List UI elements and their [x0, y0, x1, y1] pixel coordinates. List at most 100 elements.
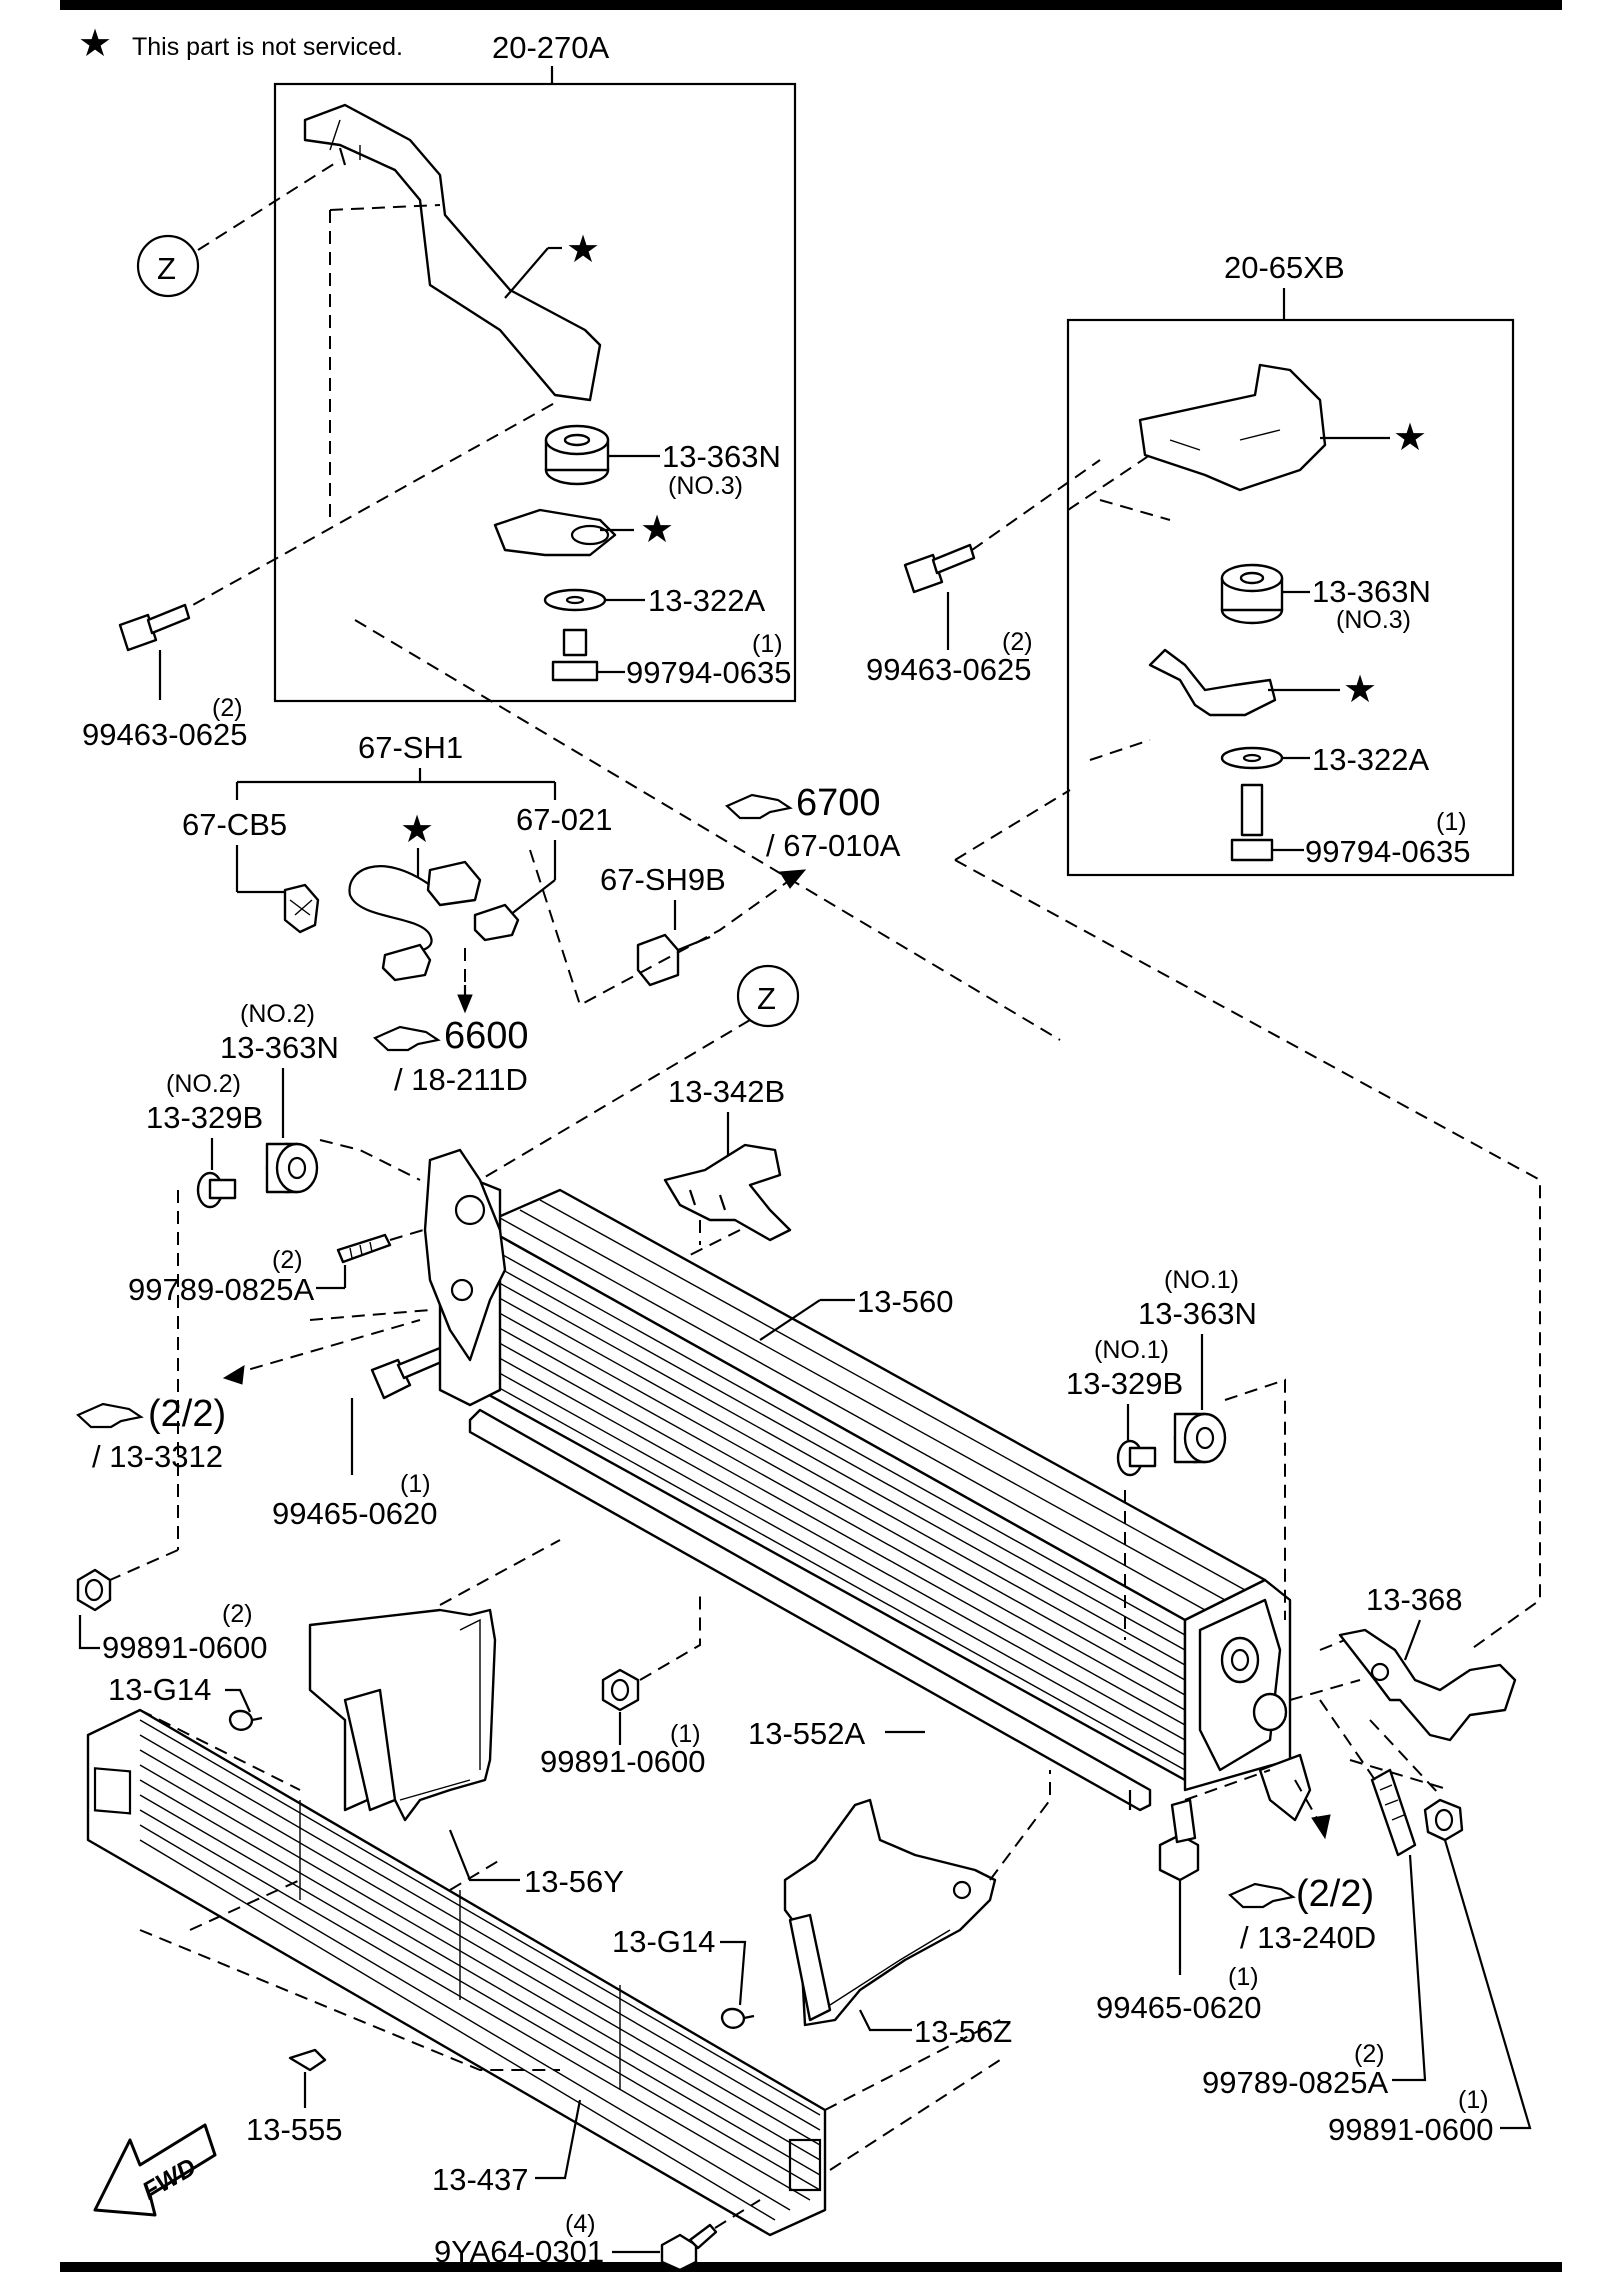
bracket-13-368 — [1338, 1628, 1517, 1742]
collar-13-329B-no1 — [1116, 1439, 1157, 1477]
qty-99891-left: (2) — [222, 1600, 253, 1628]
star-icon: ★ — [400, 809, 434, 851]
z-letter-lower: Z — [757, 981, 776, 1016]
insulator-13-363N-left — [544, 424, 610, 486]
label-99789-0825A-right[interactable]: 99789-0825A — [1202, 2065, 1388, 2100]
cooler-core-13-560 — [423, 1148, 1312, 1822]
insulator-13-363N-right — [1220, 563, 1284, 625]
ref-2-2-left-sub: / 13-3312 — [92, 1439, 223, 1474]
label-13-322A-left[interactable]: 13-322A — [648, 583, 766, 618]
pointing-hand-icon — [76, 1402, 144, 1429]
z-marker-upper — [136, 234, 200, 298]
ref-6600[interactable]: 6600 / 18-211D — [373, 1015, 529, 1097]
nut-99891-right — [1423, 1798, 1464, 1842]
collar-13-329B-no2 — [196, 1171, 237, 1209]
qty-99794-right: (1) — [1436, 808, 1467, 836]
bracket-small-right — [1148, 648, 1277, 717]
air-guide-13-56Z — [783, 1798, 997, 2027]
stud-99789-left — [336, 1233, 392, 1264]
ref-2-2-13-240D[interactable]: (2/2) / 13-240D — [1228, 1873, 1376, 1955]
label-99463-0625-left[interactable]: 99463-0625 — [82, 717, 248, 752]
label-99789-0825A-left[interactable]: 99789-0825A — [128, 1272, 314, 1307]
top-border — [60, 0, 1562, 10]
star-icon: ★ — [640, 509, 674, 551]
fwd-arrow-icon: FWD — [93, 2123, 217, 2217]
qty-99463-right: (2) — [1002, 628, 1033, 656]
label-13-G14-right[interactable]: 13-G14 — [612, 1924, 715, 1959]
ref-6700[interactable]: 6700 / 67-010A — [725, 782, 901, 863]
label-13-329B-no2-sub: (NO.2) — [166, 1070, 241, 1098]
label-13-342B[interactable]: 13-342B — [668, 1074, 785, 1109]
label-13-555[interactable]: 13-555 — [246, 2112, 343, 2147]
label-67-SH1[interactable]: 67-SH1 — [358, 730, 463, 765]
z-letter-upper: Z — [157, 251, 176, 286]
label-99794-0635-right[interactable]: 99794-0635 — [1305, 834, 1471, 869]
label-99891-0600-middle[interactable]: 99891-0600 — [540, 1744, 706, 1779]
ref-2-2-right-sub: / 13-240D — [1240, 1920, 1376, 1955]
label-13-56Y[interactable]: 13-56Y — [524, 1864, 624, 1899]
label-13-363N-left[interactable]: 13-363N — [662, 439, 781, 474]
label-99891-0600-left[interactable]: 99891-0600 — [102, 1630, 268, 1665]
qty-99465-left: (1) — [400, 1470, 431, 1498]
label-99465-0620-left[interactable]: 99465-0620 — [272, 1496, 438, 1531]
seal-13-552A — [468, 1408, 1152, 1812]
label-13-322A-right[interactable]: 13-322A — [1312, 742, 1430, 777]
label-13-368[interactable]: 13-368 — [1366, 1582, 1463, 1617]
label-13-363N-no2[interactable]: 13-363N — [220, 1030, 339, 1065]
bracket-13-342B — [663, 1143, 792, 1242]
qty-99465-right: (1) — [1228, 1963, 1259, 1991]
label-13-329B-no1[interactable]: 13-329B — [1066, 1366, 1183, 1401]
label-13-363N-left-sub: (NO.3) — [668, 472, 743, 500]
label-9YA64-0301[interactable]: 9YA64-0301 — [434, 2234, 604, 2269]
ref-2-2-right[interactable]: (2/2) — [1296, 1873, 1374, 1915]
label-13-363N-no2-sub: (NO.2) — [240, 1000, 315, 1028]
label-13-363N-right-sub: (NO.3) — [1336, 606, 1411, 634]
box-title-20-270A[interactable]: 20-270A — [492, 30, 610, 65]
label-99465-0620-right[interactable]: 99465-0620 — [1096, 1990, 1262, 2025]
qty-99891-right: (1) — [1458, 2086, 1489, 2114]
nut-99891-middle — [601, 1668, 640, 1712]
box-title-20-65XB[interactable]: 20-65XB — [1224, 250, 1345, 285]
label-13-552A[interactable]: 13-552A — [748, 1716, 866, 1751]
clip-13-G14-left — [228, 1709, 254, 1731]
stud-99789-right — [1370, 1768, 1417, 1857]
qty-99891-middle: (1) — [670, 1720, 701, 1748]
label-13-363N-no1[interactable]: 13-363N — [1138, 1296, 1257, 1331]
connector-lower — [381, 943, 432, 982]
bolt-99794-right — [1240, 783, 1264, 837]
legend-text: This part is not serviced. — [132, 33, 403, 61]
pointing-hand-icon — [725, 793, 793, 820]
bolt-99465-left — [370, 1346, 448, 1400]
label-13-363N-right[interactable]: 13-363N — [1312, 574, 1431, 609]
nut-99891-left — [76, 1568, 112, 1612]
qty-99789-right: (2) — [1354, 2040, 1385, 2068]
label-13-329B-no2[interactable]: 13-329B — [146, 1100, 263, 1135]
ref-6700-number[interactable]: 6700 — [796, 782, 881, 824]
qty-99789-left: (2) — [272, 1246, 303, 1274]
air-guide-13-56Y — [308, 1608, 497, 1822]
label-99463-0625-right[interactable]: 99463-0625 — [866, 652, 1032, 687]
label-99794-0635-left[interactable]: 99794-0635 — [626, 655, 792, 690]
label-13-56Z[interactable]: 13-56Z — [914, 2014, 1012, 2049]
pointing-hand-icon — [1228, 1882, 1296, 1909]
star-icon: ★ — [566, 229, 600, 271]
label-13-G14-left[interactable]: 13-G14 — [108, 1672, 211, 1707]
label-99891-0600-right[interactable]: 99891-0600 — [1328, 2112, 1494, 2147]
z-marker-lower — [736, 964, 800, 1028]
ref-2-2-left[interactable]: (2/2) — [148, 1393, 226, 1435]
bracket-small-left — [493, 508, 617, 557]
ref-6600-number[interactable]: 6600 — [444, 1015, 529, 1057]
label-67-021[interactable]: 67-021 — [516, 802, 613, 837]
ref-2-2-13-3312[interactable]: (2/2) / 13-3312 — [76, 1393, 226, 1474]
label-13-437[interactable]: 13-437 — [432, 2162, 529, 2197]
qty-99794-left: (1) — [752, 630, 783, 658]
ref-6600-sub: / 18-211D — [394, 1062, 528, 1097]
label-13-560[interactable]: 13-560 — [857, 1284, 954, 1319]
screw-9YA64-0301 — [660, 2223, 718, 2272]
washer-13-322A-right — [1220, 746, 1284, 770]
label-67-CB5[interactable]: 67-CB5 — [182, 807, 287, 842]
bracket-upper-right — [1138, 363, 1327, 492]
label-67-SH9B[interactable]: 67-SH9B — [600, 862, 726, 897]
